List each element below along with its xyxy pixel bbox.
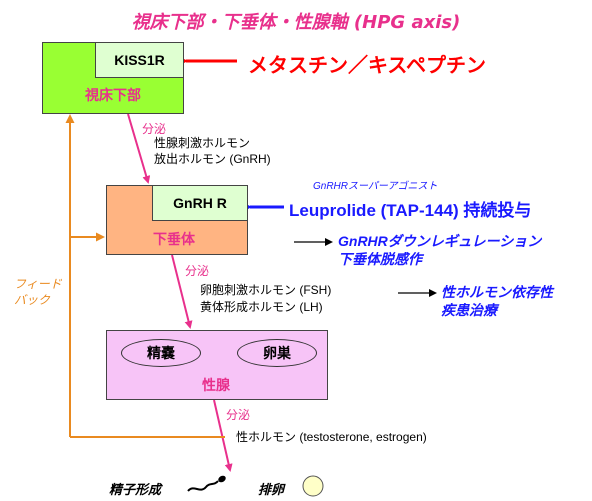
- pituitary-label: 下垂体: [153, 231, 195, 247]
- feedback-line-1: フィード: [14, 277, 62, 291]
- effect-line-2: 下垂体脱感作: [338, 251, 422, 267]
- drug-label: Leuprolide (TAP-144) 持続投与: [289, 201, 532, 220]
- gnrh-line-2: 放出ホルモン (GnRH): [154, 152, 271, 166]
- effect-line-1: GnRHRダウンレギュレーション: [338, 233, 542, 249]
- gnrh-line-1: 性腺刺激ホルモン: [154, 136, 251, 150]
- ovulation-label: 排卵: [258, 482, 285, 497]
- secretion-label-1: 分泌: [142, 122, 167, 136]
- kiss1r-receptor: KISS1R: [95, 42, 184, 78]
- therapy-line-1: 性ホルモン依存性: [441, 284, 553, 300]
- spermatogenesis-label: 精子形成: [109, 482, 162, 497]
- hypothalamus-label: 視床下部: [85, 87, 141, 103]
- gnrh-receptor: GnRH R: [152, 185, 248, 221]
- secretion-arrow-fsh-lh: [171, 254, 193, 329]
- sex-hormone-label: 性ホルモン (testosterone, estrogen): [236, 430, 427, 444]
- ovary-ellipse: 卵巣: [237, 339, 317, 367]
- diagram-title: 視床下部・下垂体・性腺軸 (HPG axis): [131, 12, 461, 33]
- testis-ellipse: 精嚢: [121, 339, 201, 367]
- sperm-icon: [187, 475, 226, 492]
- secretion-arrow-sex-hormone: [213, 399, 233, 472]
- feedback-line-2: バック: [14, 293, 51, 307]
- gonad-box: 精嚢 卵巣 性腺: [106, 330, 328, 400]
- lh-line: 黄体形成ホルモン (LH): [200, 300, 323, 314]
- gonad-label: 性腺: [202, 377, 230, 393]
- fsh-line: 卵胞刺激ホルモン (FSH): [200, 283, 332, 297]
- therapy-line-2: 疾患治療: [441, 302, 497, 318]
- secretion-label-2: 分泌: [185, 264, 210, 278]
- secretion-arrow-gnrh: [127, 113, 151, 184]
- secretion-label-3: 分泌: [226, 408, 251, 422]
- ligand-label: メタスチン／キスペプチン: [248, 55, 486, 77]
- agonist-type-label: GnRHRスーパーアゴニスト: [313, 181, 438, 192]
- egg-icon: [302, 475, 324, 497]
